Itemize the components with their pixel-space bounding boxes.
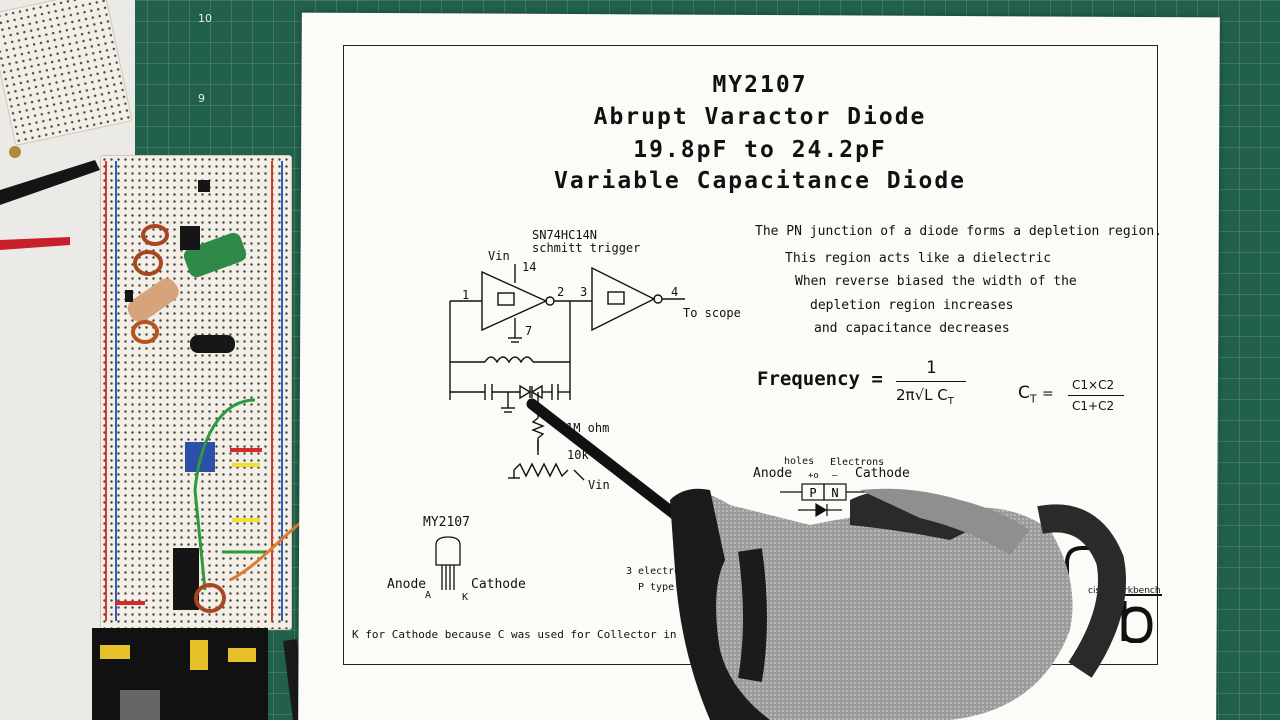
- ct-fraction-bar: [1068, 395, 1124, 396]
- ct-numerator: C1×C2: [1072, 378, 1115, 392]
- ic-desc-label: schmitt trigger: [532, 241, 641, 255]
- ruler-mark-9: 9: [198, 92, 205, 105]
- plus-label: +o: [808, 471, 819, 481]
- pin-3-label: 3: [580, 285, 588, 299]
- explanation-line-5: and capacitance decreases: [814, 321, 1010, 336]
- circuit-components: [0, 146, 300, 720]
- vin-top-label: Vin: [488, 249, 510, 263]
- pin-14-label: 14: [522, 260, 537, 274]
- ic-part-label: SN74HC14N: [532, 228, 598, 242]
- explanation-line-4: depletion region increases: [810, 298, 1014, 313]
- doping-note-1: 3 electron: [626, 566, 687, 577]
- resistor-1m-label: 1M ohm: [566, 421, 610, 435]
- package-a-label: A: [425, 590, 432, 601]
- explanation-line-1: The PN junction of a diode forms a deple…: [755, 224, 1162, 239]
- ruler-mark-10: 10: [198, 12, 212, 25]
- n-region: N: [831, 486, 838, 500]
- sheet-title-desc: Variable Capacitance Diode: [553, 168, 967, 194]
- potentiometer-drawing: [508, 440, 585, 481]
- to-scope-label: To scope: [683, 306, 741, 320]
- gloved-hand: [670, 488, 1126, 720]
- package-cathode-label: Cathode: [471, 577, 526, 592]
- vin-bottom-label: Vin: [588, 478, 610, 492]
- pointer-stick: [526, 398, 701, 536]
- ct-denominator: C1+C2: [1072, 399, 1115, 413]
- resistor-10k-label: 10k: [567, 448, 589, 462]
- minus-label: –: [832, 471, 838, 481]
- holes-label: holes: [784, 456, 815, 467]
- explanation-line-2: This region acts like a dielectric: [785, 251, 1052, 266]
- pn-anode-label: Anode: [753, 466, 793, 481]
- pin-4-label: 4: [671, 285, 679, 299]
- frequency-numerator: 1: [926, 358, 937, 378]
- pn-cathode-label: Cathode: [855, 466, 910, 481]
- pin-7-label: 7: [525, 324, 533, 338]
- schematic-drawing: [449, 264, 685, 450]
- footer-note: K for Cathode because C was used for Col…: [352, 628, 703, 641]
- pn-junction-drawing: P N: [780, 483, 870, 518]
- p-region: P: [809, 486, 816, 500]
- pin-2-label: 2: [557, 285, 565, 299]
- package-part-label: MY2107: [423, 515, 470, 530]
- electrons-label: Electrons: [830, 457, 885, 468]
- frequency-denominator: 2π√L CT: [896, 386, 954, 407]
- package-k-label: K: [462, 592, 469, 603]
- to92-package-drawing: [435, 536, 461, 590]
- sheet-title-type: Abrupt Varactor Diode: [593, 104, 927, 130]
- explanation-line-3: When reverse biased the width of the: [795, 274, 1077, 289]
- pin-1-label: 1: [462, 288, 470, 302]
- package-anode-label: Anode: [387, 577, 427, 592]
- frequency-label: Frequency =: [757, 368, 883, 390]
- ct-label: CT =: [1018, 383, 1054, 406]
- sheet-title-part: MY2107: [712, 72, 808, 98]
- fraction-bar: [896, 381, 966, 382]
- sheet-title-range: 19.8pF to 24.2pF: [633, 137, 887, 163]
- doping-note-2: P type dop: [638, 582, 699, 593]
